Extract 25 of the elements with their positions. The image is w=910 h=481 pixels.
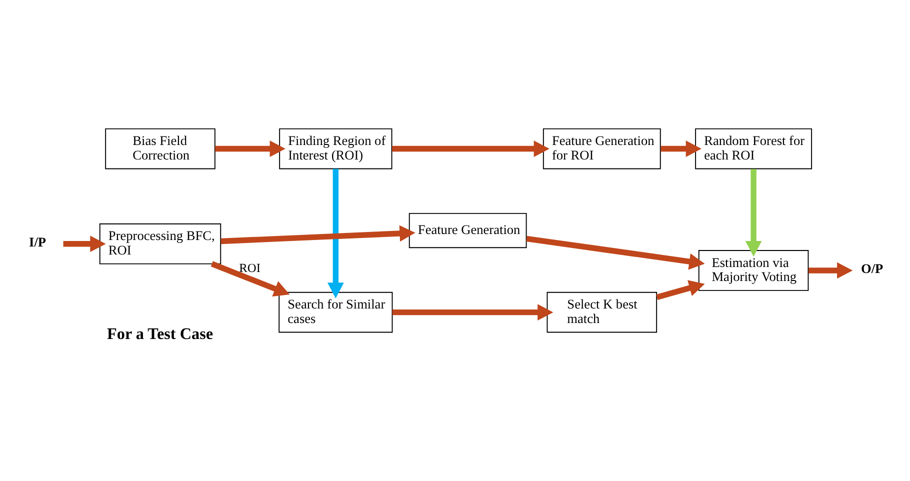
node-box: Random Forest for each ROI — [695, 128, 812, 169]
node-box: Finding Region of Interest (ROI) — [279, 128, 392, 169]
arrow — [745, 168, 762, 256]
arrow — [808, 262, 853, 278]
arrow — [215, 140, 286, 156]
node-text: O/P — [861, 260, 884, 276]
arrow — [63, 235, 106, 252]
arrow — [220, 224, 416, 244]
arrow — [327, 168, 344, 298]
label: For a Test Case — [107, 326, 214, 343]
arrow — [656, 280, 705, 300]
arrow — [392, 140, 550, 156]
node-box: Preprocessing BFC, ROI — [99, 222, 222, 264]
arrow — [392, 304, 554, 320]
arrow — [526, 235, 705, 270]
node-box: Bias Field Correction — [105, 128, 216, 169]
node-box: Select K best match — [546, 291, 658, 332]
node-box: Feature Generation — [408, 212, 527, 248]
arrow — [660, 140, 702, 156]
node-box: Estimation via Majority Voting — [698, 250, 809, 290]
node-box: Search for Similar cases — [278, 291, 393, 332]
node-box: Feature Generation for ROI — [542, 128, 661, 169]
node-text: I/P — [29, 234, 46, 249]
edge-label: ROI — [239, 260, 260, 274]
arrow — [210, 260, 290, 296]
